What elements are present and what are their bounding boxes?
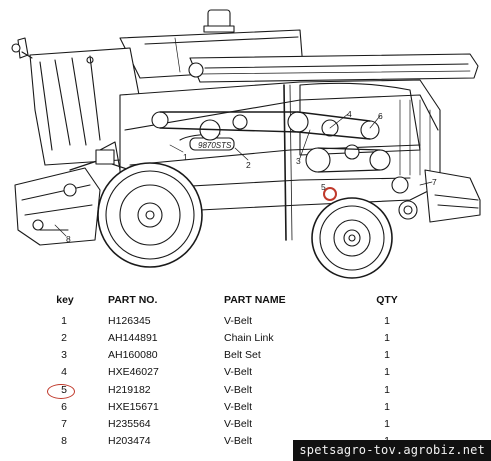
rear-wheel bbox=[311, 197, 393, 279]
callout-3: 3 bbox=[296, 156, 301, 166]
highlight-circle bbox=[323, 187, 337, 201]
callout-4: 4 bbox=[347, 109, 352, 119]
row-key: 2 bbox=[61, 332, 67, 344]
row-qty: 1 bbox=[384, 332, 390, 344]
table-header: key PART NO. PART NAME QTY bbox=[0, 294, 491, 310]
row-part-name: Belt Set bbox=[224, 349, 261, 361]
row-part-no: AH160080 bbox=[108, 349, 158, 361]
header-key: key bbox=[56, 294, 74, 306]
row-part-name: V-Belt bbox=[224, 418, 253, 430]
row-qty: 1 bbox=[384, 418, 390, 430]
header-qty: QTY bbox=[376, 294, 398, 306]
row-qty: 1 bbox=[384, 401, 390, 413]
key-5-highlight-ring bbox=[47, 384, 75, 399]
row-key: 4 bbox=[61, 366, 67, 378]
feeder-house bbox=[14, 167, 101, 246]
row-key: 8 bbox=[61, 435, 67, 447]
row-part-name: V-Belt bbox=[224, 366, 253, 378]
row-qty: 1 bbox=[384, 315, 390, 327]
exhaust-stack bbox=[203, 9, 235, 33]
callout-2: 2 bbox=[246, 160, 251, 170]
callout-8: 8 bbox=[66, 234, 71, 244]
table-row: 3 AH160080 Belt Set 1 bbox=[0, 349, 491, 365]
callout-7: 7 bbox=[432, 177, 437, 187]
row-part-name: V-Belt bbox=[224, 384, 253, 396]
combine-diagram: 9870STS bbox=[11, 9, 481, 279]
row-part-name: V-Belt bbox=[224, 401, 253, 413]
callout-labels bbox=[54, 113, 433, 237]
belt-drives bbox=[69, 111, 418, 220]
table-row: 2 AH144891 Chain Link 1 bbox=[0, 332, 491, 348]
callout-numbers: 1 2 3 4 5 6 7 8 bbox=[66, 109, 437, 244]
rear-assembly bbox=[424, 169, 481, 223]
callout-5: 5 bbox=[321, 182, 326, 192]
row-part-name: Chain Link bbox=[224, 332, 274, 344]
row-part-name: V-Belt bbox=[224, 315, 253, 327]
table-row: 4 HXE46027 V-Belt 1 bbox=[0, 366, 491, 382]
row-part-name: V-Belt bbox=[224, 435, 253, 447]
cab-logo: 9870STS bbox=[198, 141, 232, 150]
cab bbox=[11, 37, 141, 166]
row-qty: 1 bbox=[384, 366, 390, 378]
row-key: 7 bbox=[61, 418, 67, 430]
row-part-no: AH144891 bbox=[108, 332, 158, 344]
callout-6: 6 bbox=[378, 111, 383, 121]
row-part-no: H235564 bbox=[108, 418, 151, 430]
row-qty: 1 bbox=[384, 384, 390, 396]
table-row: 1 H126345 V-Belt 1 bbox=[0, 315, 491, 331]
row-key: 1 bbox=[61, 315, 67, 327]
front-wheel bbox=[97, 162, 203, 268]
row-part-no: H203474 bbox=[108, 435, 151, 447]
unloading-auger bbox=[188, 53, 479, 83]
row-key: 3 bbox=[61, 349, 67, 361]
table-row: 6 HXE15671 V-Belt 1 bbox=[0, 401, 491, 417]
watermark: spetsagro-tov.agrobiz.net bbox=[293, 440, 491, 461]
header-part-no: PART NO. bbox=[108, 294, 158, 306]
header-part-name: PART NAME bbox=[224, 294, 286, 306]
callout-1: 1 bbox=[183, 152, 188, 162]
row-part-no: H219182 bbox=[108, 384, 151, 396]
row-part-no: H126345 bbox=[108, 315, 151, 327]
row-key: 6 bbox=[61, 401, 67, 413]
row-part-no: HXE15671 bbox=[108, 401, 159, 413]
row-part-no: HXE46027 bbox=[108, 366, 159, 378]
row-qty: 1 bbox=[384, 349, 390, 361]
table-row: 7 H235564 V-Belt 1 bbox=[0, 418, 491, 434]
